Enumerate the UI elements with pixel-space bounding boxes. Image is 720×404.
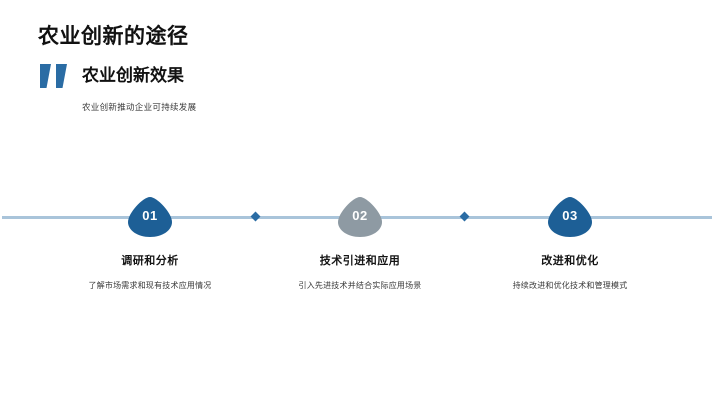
step-number: 02 bbox=[352, 208, 368, 223]
header-description: 农业创新推动企业可持续发展 bbox=[82, 102, 197, 113]
subtitle-text: 农业创新效果 bbox=[82, 66, 184, 86]
step-description: 持续改进和优化技术和管理模式 bbox=[512, 281, 628, 290]
timeline-step-2[interactable]: 02 技术引进和应用 引入先进技术并结合实际应用场景 bbox=[255, 196, 465, 294]
step-number: 03 bbox=[562, 208, 578, 223]
subtitle-row: 农业创新效果 bbox=[38, 62, 678, 90]
page-title: 农业创新的途径 bbox=[38, 25, 189, 48]
timeline-step-1[interactable]: 01 调研和分析 了解市场需求和现有技术应用情况 bbox=[45, 196, 255, 294]
quote-open-icon bbox=[38, 62, 72, 90]
step-marker-icon: 03 bbox=[547, 196, 593, 238]
timeline-step-3[interactable]: 03 改进和优化 持续改进和优化技术和管理模式 bbox=[465, 196, 675, 294]
step-title: 改进和优化 bbox=[541, 255, 599, 267]
step-marker-icon: 01 bbox=[127, 196, 173, 238]
step-number: 01 bbox=[142, 208, 158, 223]
step-title: 技术引进和应用 bbox=[319, 255, 401, 267]
slide-header: 农业创新的途径 农业创新效果 农业创新推动企业可持续发展 bbox=[38, 24, 678, 113]
step-description: 引入先进技术并结合实际应用场景 bbox=[298, 281, 422, 290]
step-title: 调研和分析 bbox=[121, 255, 179, 267]
step-description: 了解市场需求和现有技术应用情况 bbox=[88, 281, 212, 290]
step-marker-icon: 02 bbox=[337, 196, 383, 238]
